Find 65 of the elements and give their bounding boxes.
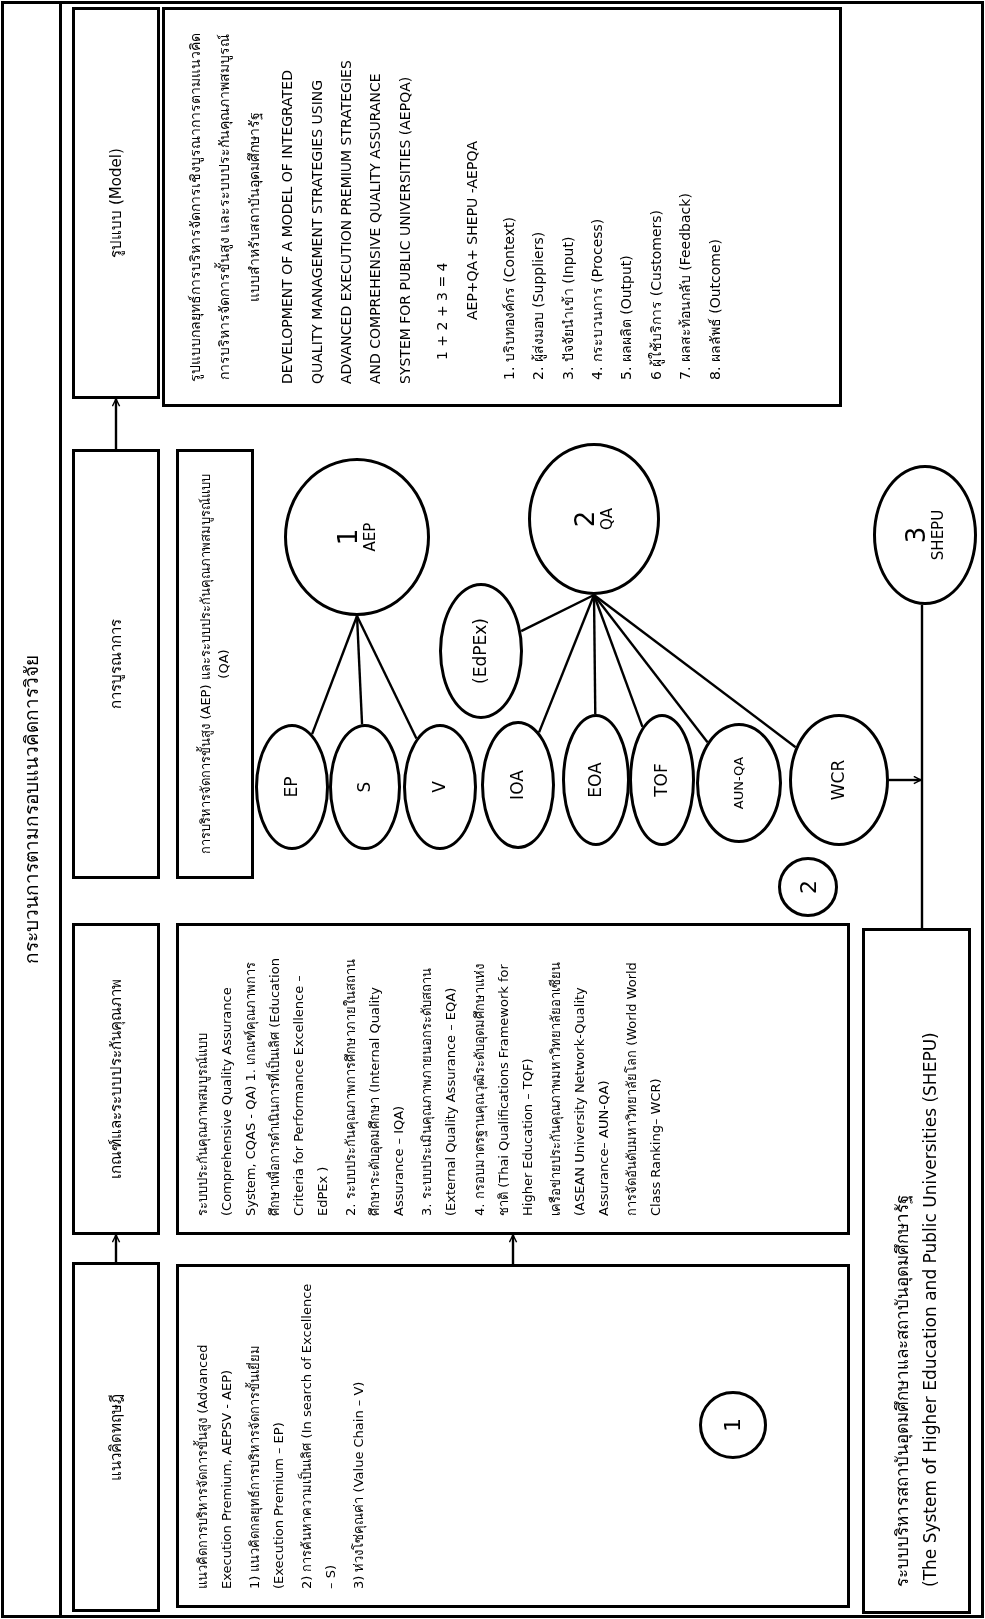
node-label: รูปแบบ (Model): [105, 148, 126, 258]
node-label: 2: [571, 510, 598, 528]
ellipse-node: [696, 723, 782, 843]
node-label: 5. ผลผลิต (Output): [617, 254, 636, 382]
node-label: 1) แนวคิดกลยุทธ์การบริหารจัดการขั้นเยี่ยม (Execution Premium – EP): [244, 1343, 288, 1589]
node-label: 6 ผู้ใช้บริการ (Customers): [646, 208, 666, 382]
node-label: S: [353, 781, 376, 793]
node-label: AEP: [360, 522, 380, 552]
node-label: 1. บริบทองค์กร (Context): [499, 215, 518, 382]
node-label: เกณฑ์และระบบประกันคุณภาพ: [105, 979, 126, 1179]
node-label: AUN-QA: [730, 756, 748, 810]
arrow: [508, 1234, 518, 1264]
node-label: WCR: [827, 759, 850, 801]
node-label: ระบบประกันคุณภาพสมบูรณ์แบบ (Comprehensive Quality Assurance System, CQAS - QA) 1. เกณฑ์คุณภาพการศึกษาเพื่อการดำเนินการที่เป็นเลิศ (Education Criteria for Performance Excellence – EdPEx ): [194, 957, 332, 1216]
node-label: 1: [718, 1418, 746, 1432]
arrow: [889, 775, 922, 785]
node-label: TOF: [650, 763, 673, 797]
node-label: 2) การค้นหาความเป็นเลิศ (In search of Excellence – S): [297, 1283, 340, 1589]
system-box: [862, 928, 971, 1614]
text-panel: [176, 1264, 850, 1608]
node-label: รูปแบบกลยุทธ์การบริหารจัดการเชิงบูรณาการตามแนวคิดการบริหารจัดการขั้นสูง และระบบประกันคุณภาพสมบูรณ์แบบสำหรับสถาบันอุดมศึกษารัฐ: [186, 31, 264, 384]
node-label: 4. กระบวนการ (Process): [588, 217, 607, 382]
node-label: เครือข่ายประกันคุณภาพมหาวิทยาลัยอาเซียน (ASEAN University Network-Quality Assurance– AUN-QA): [546, 961, 612, 1216]
node-label: 3: [902, 526, 929, 544]
node-label: 3) ห่วงโซ่คุณค่า (Value Chain – V): [350, 1380, 368, 1589]
connector-line: [355, 615, 418, 739]
node-label: EOA: [584, 762, 607, 798]
node-label: DEVELOPMENT OF A MODEL OF INTEGRATED QUALITY MANAGEMENT STRATEGIES USING ADVANCED EXECUTION PREMIUM STRATEGIES AND COMPREHENSIVE QUALITY ASSURANCE SYSTEM FOR PUBLIC UNIVERSITIES (AEPQA): [278, 59, 414, 384]
node-label: 1 + 2 + 3 = 4: [433, 261, 452, 362]
connector-line: [592, 595, 597, 715]
text-panel: [162, 7, 842, 407]
node-label: 4. กรอบมาตรฐานคุณวุฒิระดับอุดมศึกษาแห่งชาติ (Thai Qualifications Framework for Higher Education – TQF): [470, 963, 536, 1216]
node-label: QA: [597, 507, 617, 531]
arrow: [111, 398, 121, 449]
node-label: การจัดอันดับมหาวิทยาลัยโลก (World World Class Ranking– WCR): [622, 961, 664, 1216]
node-label: 3. ระบบประเมินคุณภาพภายนอกระดับสถาน (External Quality Assurance – EQA): [418, 967, 460, 1216]
header-box: [72, 449, 160, 879]
node-label: IOA: [506, 770, 529, 800]
node-label: 2. ระบบประกันคุณภาพการศึกษาภายในสถานศึกษาระดับอุดมศึกษา (Internal Quality Assurance – IQA): [342, 958, 408, 1216]
node-label: ระบบบริหารสถาบันอุดมศึกษาและสถาบันอุดมศึกษารัฐ: [890, 1194, 914, 1587]
connector-line: [920, 604, 924, 928]
ellipse-node: [629, 714, 695, 846]
node-label: (The System of Higher Education and Public Universities (SHEPU): [918, 1031, 941, 1587]
node-label: แนวคิดทฤษฎี: [105, 1393, 126, 1481]
node-label: การบูรณาการ: [105, 619, 126, 709]
header-box: [72, 1262, 160, 1612]
node-label: EP: [280, 776, 303, 798]
text-panel: [176, 923, 850, 1235]
node-label: 8. ผลลัพธ์ (Outcome): [705, 237, 724, 382]
node-label: แนวคิดการบริหารจัดการขั้นสูง (Advanced Execution Premium, AEPSV - AEP): [192, 1343, 236, 1589]
node-label: (EdPEx): [469, 618, 492, 684]
diagram-title: กระบวนการตามกรอบแนวคิดการวิจัย: [18, 655, 43, 964]
subheader-box: [176, 449, 254, 879]
node-label: V: [428, 781, 451, 793]
node-label: AEP+QA+ SHEPU -AEPQA: [462, 140, 481, 322]
node-label: 7. ผลสะท้อนกลับ (Feedback): [676, 192, 695, 382]
node-label: 1: [334, 528, 361, 546]
header-box: [72, 7, 160, 399]
node-label: 3. ปัจจัยนำเข้า (Input): [558, 235, 577, 382]
node-label: 2. ผู้ส่งมอบ (Suppliers): [529, 230, 548, 382]
node-label: SHEPU: [928, 509, 948, 561]
arrow: [111, 1234, 121, 1262]
header-box: [72, 923, 160, 1235]
node-label: การบริหารจัดการขั้นสูง (AEP) และระบบประกันคุณภาพสมบูรณ์แบบ (QA): [197, 473, 232, 856]
node-label: 2: [794, 880, 822, 894]
